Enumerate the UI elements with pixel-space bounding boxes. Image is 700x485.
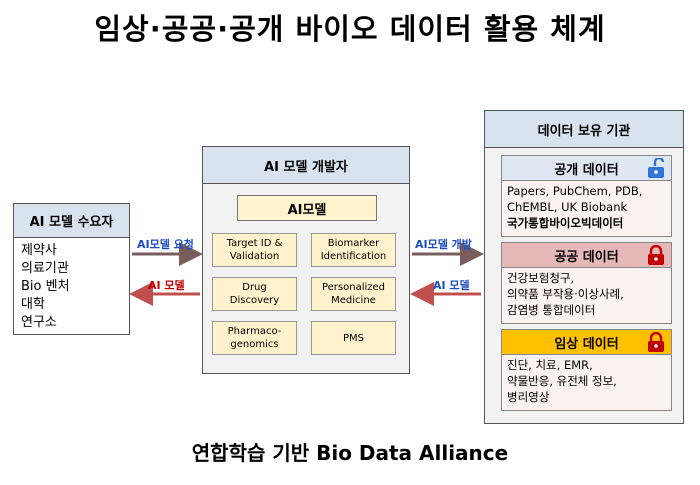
data-holder-box: 데이터 보유 기관 공개 데이터 Papers, PubChem, PDB, C… (484, 110, 684, 424)
arrow-label-dev-right: AI모델 개발 (415, 238, 472, 251)
cell-target-id: Target ID & Validation (212, 233, 297, 267)
ai-model-developer-box: AI 모델 개발자 AI모델 Target ID & Validation Bi… (202, 146, 410, 374)
open-data-title: 공개 데이터 (554, 162, 619, 178)
lock-icon (648, 245, 664, 265)
demand-item: 제약사 (21, 243, 57, 258)
cell-pms: PMS (311, 321, 396, 355)
clinical-data-line: 병리영상 (507, 390, 550, 404)
public-data-section: 공공 데이터 건강보험청구, 의약품 부작용·이상사례, 감염병 통합데이터 (501, 242, 672, 324)
demand-item: 의료기관 (21, 261, 69, 276)
clinical-data-header: 임상 데이터 (502, 330, 671, 355)
clinical-data-line: 약물반응, 유전체 정보, (507, 374, 617, 388)
demand-list: 제약사 의료기관 Bio 벤처 대학 연구소 (14, 238, 129, 332)
lock-icon (648, 332, 664, 352)
public-data-body: 건강보험청구, 의약품 부작용·이상사례, 감염병 통합데이터 (502, 268, 671, 320)
open-data-bold-line: 국가통합바이오빅데이터 (507, 216, 624, 230)
clinical-data-title: 임상 데이터 (554, 336, 619, 352)
demand-item: 대학 (21, 297, 45, 312)
clinical-data-section: 임상 데이터 진단, 치료, EMR, 약물반응, 유전체 정보, 병리영상 (501, 329, 672, 411)
public-data-line: 건강보험청구, (507, 271, 575, 285)
open-data-body: Papers, PubChem, PDB, ChEMBL, UK Biobank… (502, 181, 671, 233)
demand-item: Bio 벤처 (21, 279, 70, 294)
public-data-title: 공공 데이터 (554, 249, 619, 265)
demand-item: 연구소 (21, 315, 57, 330)
public-data-header: 공공 데이터 (502, 243, 671, 268)
clinical-data-body: 진단, 치료, EMR, 약물반응, 유전체 정보, 병리영상 (502, 355, 671, 407)
developer-header: AI 모델 개발자 (203, 147, 409, 184)
open-data-line: ChEMBL, UK Biobank (507, 200, 628, 214)
open-data-header: 공개 데이터 (502, 156, 671, 181)
footer-caption: 연합학습 기반 Bio Data Alliance (191, 441, 509, 465)
page-title: 임상·공공·공개 바이오 데이터 활용 체계 (94, 12, 606, 46)
open-data-section: 공개 데이터 Papers, PubChem, PDB, ChEMBL, UK … (501, 155, 672, 237)
ai-model-label: AI모델 (237, 195, 377, 221)
arrow-label-request: AI모델 요청 (137, 238, 194, 251)
cell-personalized-medicine: Personalized Medicine (311, 277, 396, 311)
holder-header: 데이터 보유 기관 (485, 111, 683, 148)
public-data-line: 의약품 부작용·이상사례, (507, 287, 624, 301)
arrow-label-model-right: AI 모델 (433, 279, 470, 292)
open-data-line: Papers, PubChem, PDB, (507, 184, 643, 198)
unlock-icon (648, 158, 665, 178)
clinical-data-line: 진단, 치료, EMR, (507, 358, 593, 372)
cell-drug-discovery: Drug Discovery (212, 277, 297, 311)
cell-biomarker: Biomarker Identification (311, 233, 396, 267)
cell-pharmacogenomics: Pharmaco- genomics (212, 321, 297, 355)
ai-model-demand-box: AI 모델 수요자 제약사 의료기관 Bio 벤처 대학 연구소 (13, 203, 130, 335)
public-data-line: 감염병 통합데이터 (507, 303, 596, 317)
arrow-label-model-left: AI 모델 (148, 279, 185, 292)
demand-header: AI 모델 수요자 (14, 204, 129, 238)
